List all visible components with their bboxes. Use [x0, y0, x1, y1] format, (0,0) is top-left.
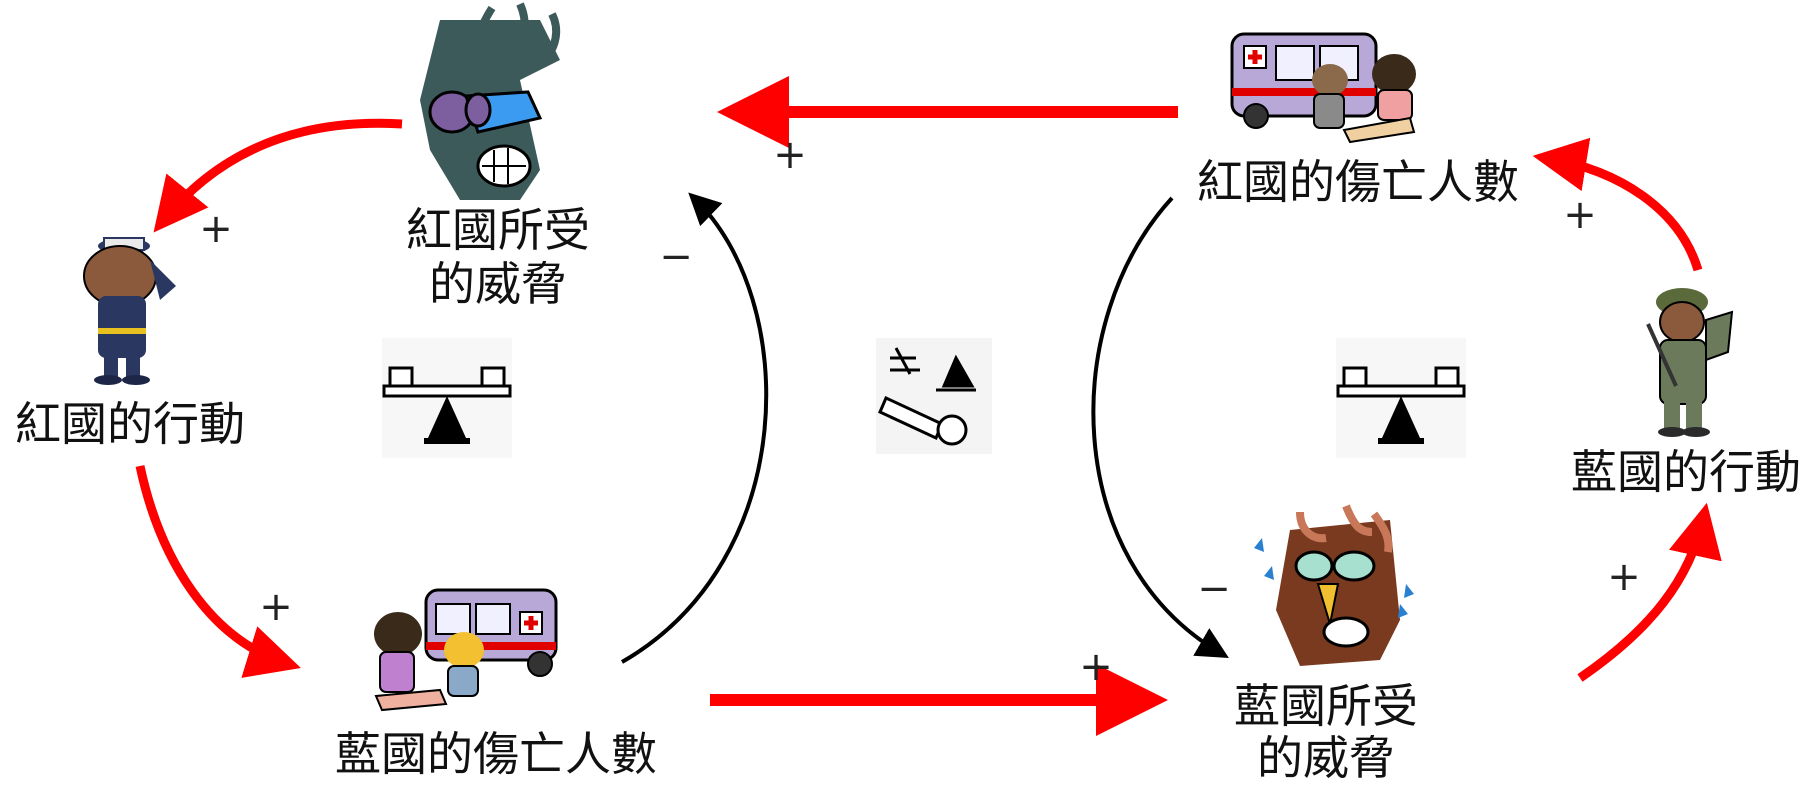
node-red-threat-line1: 紅國所受: [406, 203, 590, 257]
arrow-red-casualties-to-blue-threat: [1091, 196, 1229, 659]
sign-blue-casualties-to-blue-threat: +: [1079, 644, 1113, 690]
node-blue-threat-line1: 藍國所受: [1234, 679, 1418, 733]
ambulance-casualties-icon: [1230, 32, 1416, 144]
arrow-red-action-to-blue-casualties: [135, 465, 301, 678]
node-red-action: 紅國的行動: [15, 397, 245, 451]
node-blue-threat-line2: 的威脅: [1257, 731, 1395, 785]
node-blue-action: 藍國的行動: [1571, 445, 1801, 499]
arrow-blue-threat-to-blue-action: [1577, 502, 1722, 682]
node-blue-casualties: 藍國的傷亡人數: [335, 727, 657, 781]
firing-cannon-icon: [876, 338, 992, 454]
balancing-scale-icon: [1336, 338, 1466, 458]
arrow-red-threat-to-red-action: [153, 118, 403, 233]
scared-face-blue-icon: [1254, 504, 1414, 666]
arrow-blue-action-to-red-casualties: [1532, 137, 1703, 272]
node-red-casualties: 紅國的傷亡人數: [1197, 155, 1519, 209]
node-red-threat-line2: 的威脅: [429, 257, 567, 311]
saluting-officer-icon: [83, 237, 176, 385]
saluting-camo-soldier-icon: [1646, 288, 1734, 437]
sign-threat-to-red-action: +: [199, 206, 233, 252]
sign-blue-threat-to-blue-action: +: [1607, 554, 1641, 600]
balancing-scale-icon: [382, 338, 512, 458]
sign-red-action-to-blue-casualties: +: [259, 584, 293, 630]
sign-red-casualties-to-red-threat: +: [773, 132, 807, 178]
arrow-blue-casualties-to-red-threat: [621, 192, 769, 664]
threatened-face-red-icon: [420, 2, 561, 200]
sign-blue-casualties-to-red-threat: −: [659, 234, 693, 280]
sign-red-casualties-to-blue-threat: −: [1197, 566, 1231, 612]
sign-blue-action-to-red-casualties: +: [1563, 192, 1597, 238]
ambulance-casualties-icon: [374, 588, 558, 712]
